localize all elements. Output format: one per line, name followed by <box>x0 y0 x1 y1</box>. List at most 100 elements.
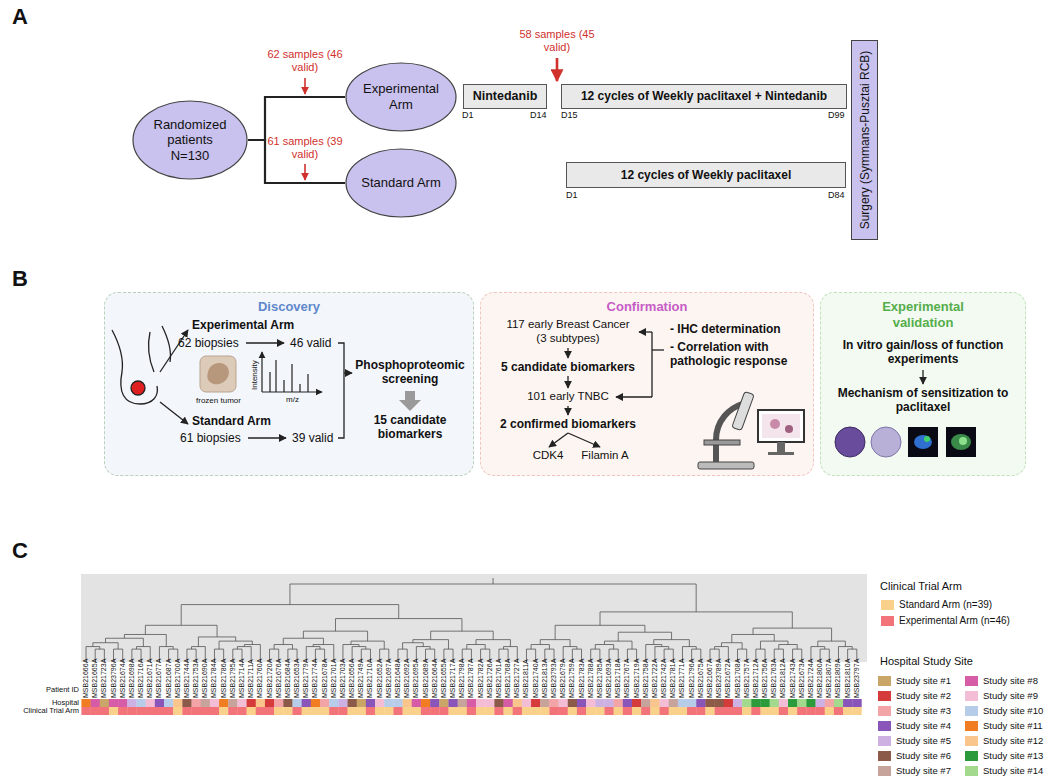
patient-id: MSB21763A <box>770 659 778 698</box>
arm-cell <box>393 707 402 715</box>
hospital-cell <box>348 699 357 707</box>
hospital-cell <box>614 699 623 707</box>
hospital-cell <box>494 699 503 707</box>
patient-id: MSB21700A <box>174 659 182 698</box>
patient-id: MSB21708A <box>734 659 742 698</box>
legend-swatch <box>965 766 978 776</box>
arm-cell <box>623 707 632 715</box>
hospital-cell <box>182 699 191 707</box>
spectrum-plot-part <box>283 380 284 392</box>
connector <box>248 97 345 140</box>
node-label: 12 cycles of Weekly paclitaxel <box>621 168 792 182</box>
patient-id: MSB21812A <box>779 659 787 698</box>
day-tick: D14 <box>530 110 547 121</box>
hospital-cell <box>421 699 430 707</box>
hospital-cell <box>660 699 669 707</box>
arm-cell <box>109 707 118 715</box>
flow-arrows-part <box>639 331 652 332</box>
patient-id: MSB21664A <box>431 659 439 698</box>
hospital-cell <box>338 699 347 707</box>
hospital-cell <box>751 699 760 707</box>
hospital-cell <box>825 699 834 707</box>
patient-id: MSB21719A <box>633 659 641 698</box>
hospital-cell <box>733 699 742 707</box>
hospital-cell <box>302 699 311 707</box>
arm-cell <box>136 707 145 715</box>
hospital-cell <box>485 699 494 707</box>
hospital-cell <box>109 699 118 707</box>
patient-id: MSB23797A <box>853 659 861 698</box>
arm-cell <box>476 707 485 715</box>
arm-cell <box>806 707 815 715</box>
hospital-cell <box>476 699 485 707</box>
arm-cell <box>311 707 320 715</box>
day-tick: D99 <box>828 110 845 121</box>
assay-images-part <box>835 427 865 457</box>
patient-id: MSB21787A <box>467 659 475 698</box>
hospital-cell <box>164 699 173 707</box>
assay-images <box>835 427 976 457</box>
arm-cell <box>366 707 375 715</box>
hospital-cell <box>384 699 393 707</box>
arm-cell <box>788 707 797 715</box>
patient-id: MSB21652A <box>376 659 384 698</box>
legend-item: Study site #10 <box>965 705 1043 716</box>
arm-cell <box>219 707 228 715</box>
patient-id: MSB21648A <box>394 659 402 698</box>
dendrogram-branch <box>219 641 252 649</box>
hospital-cell <box>577 699 586 707</box>
panel-fill-part <box>104 292 474 476</box>
arm-cell <box>421 707 430 715</box>
patient-id: MSB21796A <box>688 659 696 698</box>
patient-id: MSB21767A <box>623 659 631 698</box>
legend-swatch <box>878 691 891 701</box>
dendrogram-branch <box>124 634 166 646</box>
assay-images-part <box>951 434 971 450</box>
arm-cell <box>467 707 476 715</box>
arm-cell <box>228 707 237 715</box>
legend-swatch <box>878 676 891 686</box>
flow-arrows-part <box>338 343 344 438</box>
dendrogram-branch <box>467 645 485 650</box>
treatment-box: 12 cycles of Weekly paclitaxel <box>566 162 846 188</box>
patient-id: MSB21711A <box>247 659 255 698</box>
hospital-cell <box>91 699 100 707</box>
patient-id: MSB21712A <box>752 659 760 698</box>
dendrogram-branch <box>604 641 632 649</box>
row-label: Hospital <box>52 699 79 707</box>
patient-id: MSB21690A <box>201 659 209 698</box>
arm-cell <box>439 707 448 715</box>
patient-id: MSB21800A <box>816 659 824 698</box>
dendrogram-branch <box>335 619 461 632</box>
legend-title: Hospital Study Site <box>880 655 973 668</box>
arm-cell <box>641 707 650 715</box>
arm-cell <box>357 707 366 715</box>
hospital-cell <box>797 699 806 707</box>
red-sample-arrows-part <box>556 58 559 81</box>
microscope-illustration-part <box>732 391 754 430</box>
arm-cell <box>458 707 467 715</box>
body-illustration-part <box>131 381 145 395</box>
hospital-cell <box>228 699 237 707</box>
phase-panel: Experimental validation <box>820 292 1026 476</box>
assay-images-part <box>914 435 932 449</box>
biomarker-name: Filamin A <box>572 449 638 463</box>
hospital-cell <box>623 699 632 707</box>
step-text: 101 early TNBC <box>500 390 636 404</box>
patient-id: MSB21701A <box>330 659 338 698</box>
legend-item: Study site #9 <box>965 690 1038 701</box>
flow-arrows-part <box>567 376 568 388</box>
legend-item: Study site #4 <box>878 720 951 731</box>
hospital-cell <box>448 699 457 707</box>
patient-id: MSB21674A <box>119 659 127 698</box>
legend-swatch <box>965 691 978 701</box>
patient-id: MSB21653A <box>293 659 301 698</box>
body-illustration-part <box>160 402 188 424</box>
hospital-cell <box>742 699 751 707</box>
arm-cell <box>577 707 586 715</box>
microscope-illustration-part <box>785 425 793 433</box>
hospital-cell <box>146 699 155 707</box>
hospital-cell <box>292 699 301 707</box>
patient-id: MSB21784A <box>210 659 218 698</box>
hospital-cell <box>504 699 513 707</box>
